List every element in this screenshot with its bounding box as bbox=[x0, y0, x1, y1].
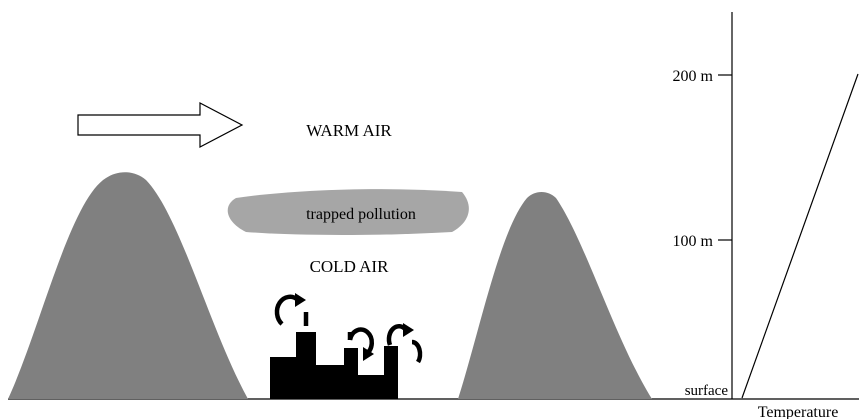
factory-block-2 bbox=[316, 365, 344, 399]
factory-block-1 bbox=[270, 357, 296, 399]
right-mountain bbox=[458, 192, 652, 399]
cold-air-label: COLD AIR bbox=[310, 257, 390, 276]
factory-chimney-1 bbox=[296, 332, 316, 399]
wind-arrow-icon bbox=[77, 102, 244, 148]
factory bbox=[270, 332, 398, 399]
circulation-arrow-icon bbox=[386, 323, 423, 364]
y-tick-label: 200 m bbox=[673, 68, 714, 85]
factory-chimney-2 bbox=[344, 348, 358, 399]
circulation-arrow-icon bbox=[347, 327, 375, 361]
y-tick-label: 100 m bbox=[673, 233, 714, 250]
factory-block-3 bbox=[358, 375, 384, 399]
temperature-graph: 200 m 100 m surface Temperature bbox=[673, 12, 859, 419]
y-tick-label: surface bbox=[685, 383, 729, 399]
temperature-profile-line bbox=[741, 73, 859, 399]
circulation-arrow-icon bbox=[274, 293, 309, 326]
x-axis-label: Temperature bbox=[758, 404, 839, 419]
pollution-cloud bbox=[227, 189, 469, 235]
trapped-pollution-label: trapped pollution bbox=[306, 206, 416, 223]
factory-chimney-3 bbox=[384, 346, 398, 399]
warm-air-label: WARM AIR bbox=[306, 121, 392, 140]
left-mountain bbox=[8, 172, 248, 399]
